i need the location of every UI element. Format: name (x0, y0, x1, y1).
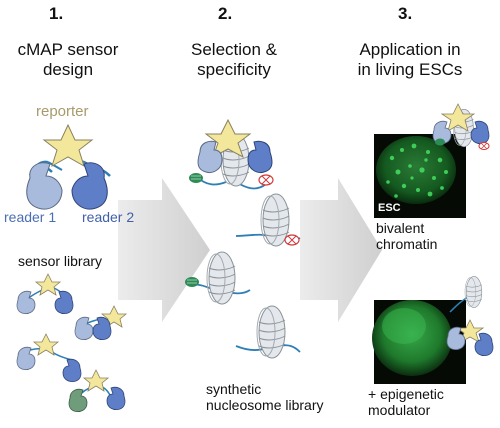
step-3-title: Application in in living ESCs (340, 40, 480, 79)
step-3-title-line2: in living ESCs (357, 59, 463, 79)
reader-1-shape (26, 162, 63, 210)
sensor-library-graphic (16, 273, 128, 412)
reader-2-label: reader 2 (82, 209, 135, 225)
nucleosome-library-label: synthetic nucleosome library (206, 381, 324, 413)
nucleosome-red (235, 193, 301, 247)
step-2-title: Selection & specificity (178, 40, 290, 79)
nucleosome-plain (235, 305, 301, 359)
nucleosome-green (185, 251, 251, 305)
step-1-number: 1. (49, 4, 64, 23)
epigenetic-modulator-line1: + epigenetic (368, 386, 444, 402)
bivalent-chromatin-line2: chromatin (376, 236, 438, 253)
step-2-number: 2. (218, 4, 233, 23)
process-arrow-2 (300, 178, 382, 322)
green-mark-icon (189, 173, 203, 183)
step-1-title: cMAP sensor design (12, 40, 124, 79)
step-1-title-line2: design (42, 59, 94, 79)
process-arrow-1 (118, 178, 210, 322)
red-mark-icon (478, 142, 490, 150)
reporter-star (42, 123, 94, 168)
step-3-title-line1: Application in (359, 40, 461, 59)
sensor-detached-bottom (446, 276, 494, 356)
reporter-label: reporter (36, 103, 89, 120)
green-mark-icon (435, 138, 445, 146)
sensor-on-nucleosome-top (432, 103, 490, 150)
step-2-title-line2: specificity (197, 59, 271, 79)
bivalent-chromatin-line1: bivalent (376, 220, 425, 236)
step-3-number: 3. (398, 4, 413, 23)
red-mark-icon (284, 234, 300, 246)
nucleosome-library-line1: synthetic (206, 381, 262, 397)
microscopy-image-1 (374, 134, 466, 218)
red-mark-icon (258, 174, 274, 186)
reader-2-shape (71, 162, 108, 210)
epigenetic-modulator-line2: modulator (368, 402, 431, 419)
esc-image-tag: ESC (378, 202, 401, 214)
sensor-library-label: sensor library (18, 253, 103, 269)
nucleosome-library-line2: nucleosome library (206, 397, 324, 414)
bivalent-chromatin-label: bivalent chromatin (376, 220, 437, 252)
epigenetic-modulator-label: + epigenetic modulator (368, 386, 444, 418)
step-2-title-line1: Selection & (191, 40, 277, 59)
reader-1-label: reader 1 (4, 209, 57, 225)
green-mark-icon (185, 277, 199, 287)
microscopy-image-2 (372, 300, 466, 384)
selection-sensor-bound (189, 118, 274, 190)
sensor-design-graphic (26, 123, 111, 210)
step-1-title-line1: cMAP sensor (17, 40, 119, 59)
